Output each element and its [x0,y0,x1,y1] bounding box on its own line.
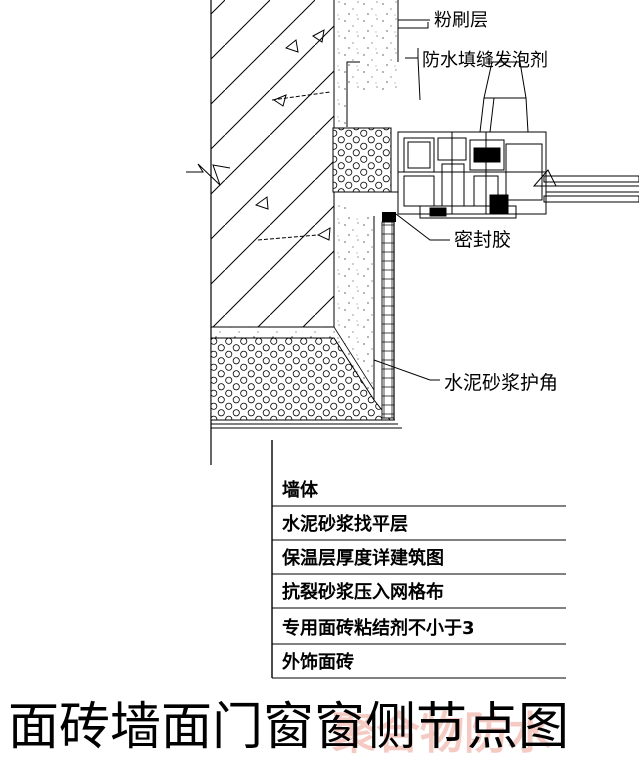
foam-nozzle [479,61,529,133]
leader-lines [373,19,450,381]
tile-column [381,212,396,420]
layer-row-3: 抗裂砂浆压入网格布 [282,581,444,603]
watermark-logo: 聚合物防水 [331,708,553,759]
layer-row-4: 专用面砖粘结剂不小于3 [282,617,475,639]
window-frame [397,131,639,219]
callout-sealant: 密封胶 [454,229,511,251]
concrete-marks [254,29,331,241]
layer-row-5: 外饰面砖 [282,651,354,673]
drawing-title: 面砖墙面门窗窗侧节点图 [8,698,569,757]
callout-mortar-corner: 水泥砂浆护角 [444,372,558,394]
layer-table: 墙体 水泥砂浆找平层 保温层厚度详建筑图 抗裂砂浆压入网格布 专用面砖粘结剂不小… [271,440,566,679]
callout-plaster: 粉刷层 [434,10,488,31]
foam-block [332,127,398,193]
layer-row-1: 水泥砂浆找平层 [282,513,408,535]
callout-foam: 防水填缝发泡剂 [422,50,548,71]
layer-row-0: 墙体 [282,479,319,501]
layer-row-2: 保温层厚度详建筑图 [281,547,444,569]
